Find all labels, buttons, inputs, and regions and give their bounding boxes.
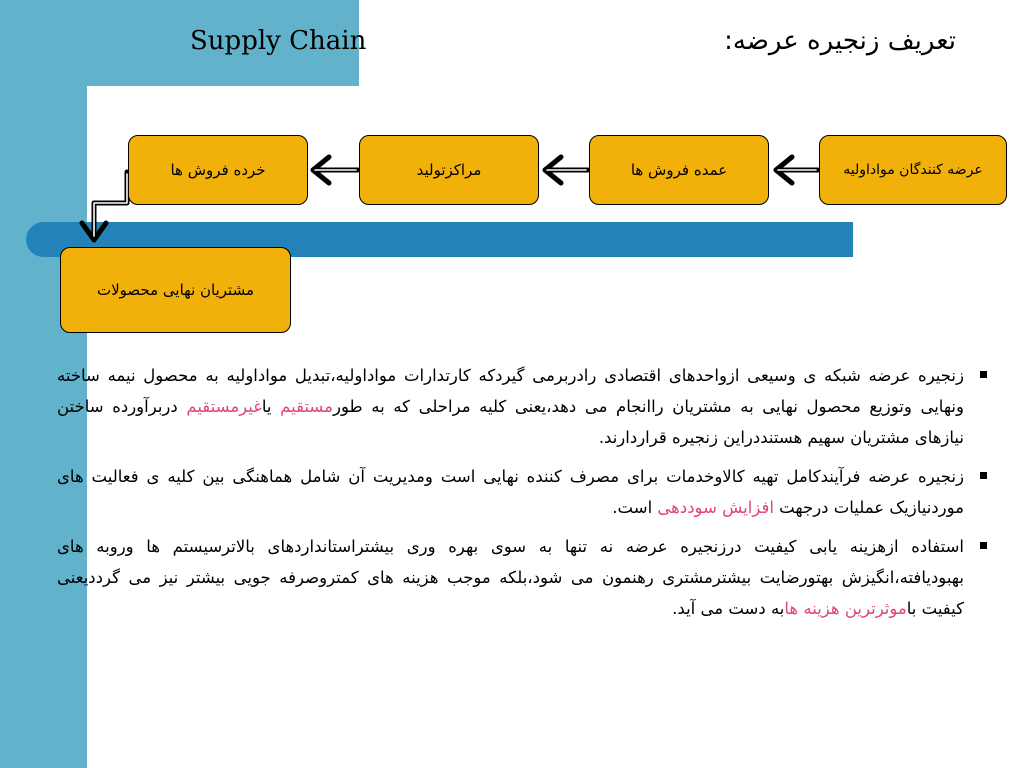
- bullet-item: زنجیره عرضه شبکه ی وسیعی ازواحدهای اقتصا…: [57, 360, 987, 453]
- flow-node-wholesalers: عمده فروش ها: [589, 135, 769, 205]
- bullet-text: یا: [261, 397, 281, 416]
- bullet-item: استفاده ازهزینه یابی کیفیت درزنجیره عرضه…: [57, 531, 987, 624]
- bullet-text: زنجیره عرضه فرآیندکامل تهیه کالاوخدمات ب…: [57, 467, 964, 517]
- accent-bar-end: [842, 222, 853, 257]
- top-accent-band: [0, 0, 359, 86]
- bullet-text: به دست می آید.: [672, 599, 785, 618]
- bullet-item: زنجیره عرضه فرآیندکامل تهیه کالاوخدمات ب…: [57, 461, 987, 523]
- bullet-text: است.: [612, 498, 658, 517]
- title-english: Supply Chain: [190, 26, 367, 56]
- highlight-text: غیرمستقیم: [186, 397, 262, 416]
- bullet-text: زنجیره عرضه شبکه ی وسیعی ازواحدهای اقتصا…: [57, 366, 964, 416]
- left-accent-band: [0, 0, 87, 768]
- flow-node-label: مراکزتولید: [416, 161, 482, 179]
- highlight-text: مستقیم: [280, 397, 333, 416]
- flow-node-label: خرده فروش ها: [170, 161, 266, 179]
- flow-node-label: عرضه کنندگان مواداولیه: [843, 162, 983, 178]
- title-persian: تعریف زنجیره عرضه:: [724, 26, 956, 56]
- highlight-text: موثرترین هزینه ها: [784, 599, 907, 618]
- bullet-list: زنجیره عرضه شبکه ی وسیعی ازواحدهای اقتصا…: [57, 360, 987, 632]
- flow-node-end-customers: مشتریان نهایی محصولات: [60, 247, 291, 333]
- bullet-text: استفاده ازهزینه یابی کیفیت درزنجیره عرضه…: [57, 537, 964, 618]
- bullet-square-icon: [980, 371, 987, 378]
- bullet-text: دربرآورده ساختن نیازهای مشتریان سهیم هست…: [57, 397, 964, 447]
- flow-node-label: مشتریان نهایی محصولات: [97, 281, 255, 299]
- bullet-square-icon: [980, 542, 987, 549]
- flow-node-label: عمده فروش ها: [630, 161, 728, 179]
- flow-node-manufacturers: مراکزتولید: [359, 135, 539, 205]
- bullet-square-icon: [980, 472, 987, 479]
- flow-node-retailers: خرده فروش ها: [128, 135, 308, 205]
- highlight-text: افزایش سوددهی: [657, 498, 774, 517]
- flow-node-raw-material-suppliers: عرضه کنندگان مواداولیه: [819, 135, 1007, 205]
